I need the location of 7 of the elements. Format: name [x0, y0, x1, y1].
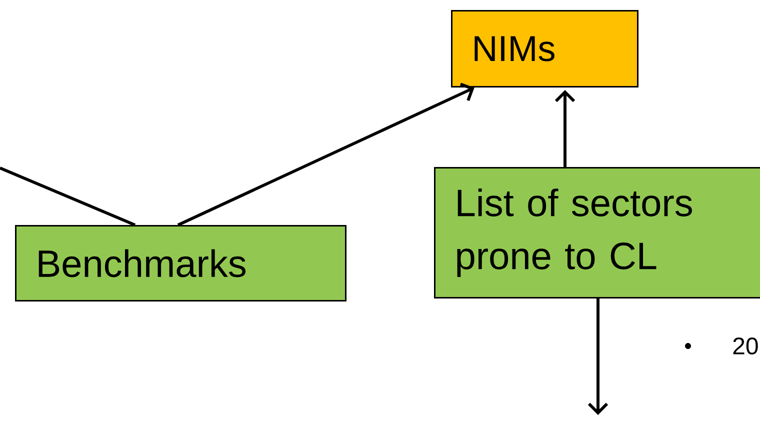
arrow — [588, 297, 608, 415]
arrow — [177, 82, 474, 226]
list-item-text: 20 — [733, 338, 758, 354]
process-box: NIMs — [451, 10, 638, 88]
process-box: Benchmarks — [15, 225, 346, 302]
arrow — [554, 90, 576, 167]
process-box: List of sectors prone to CL — [434, 167, 760, 298]
